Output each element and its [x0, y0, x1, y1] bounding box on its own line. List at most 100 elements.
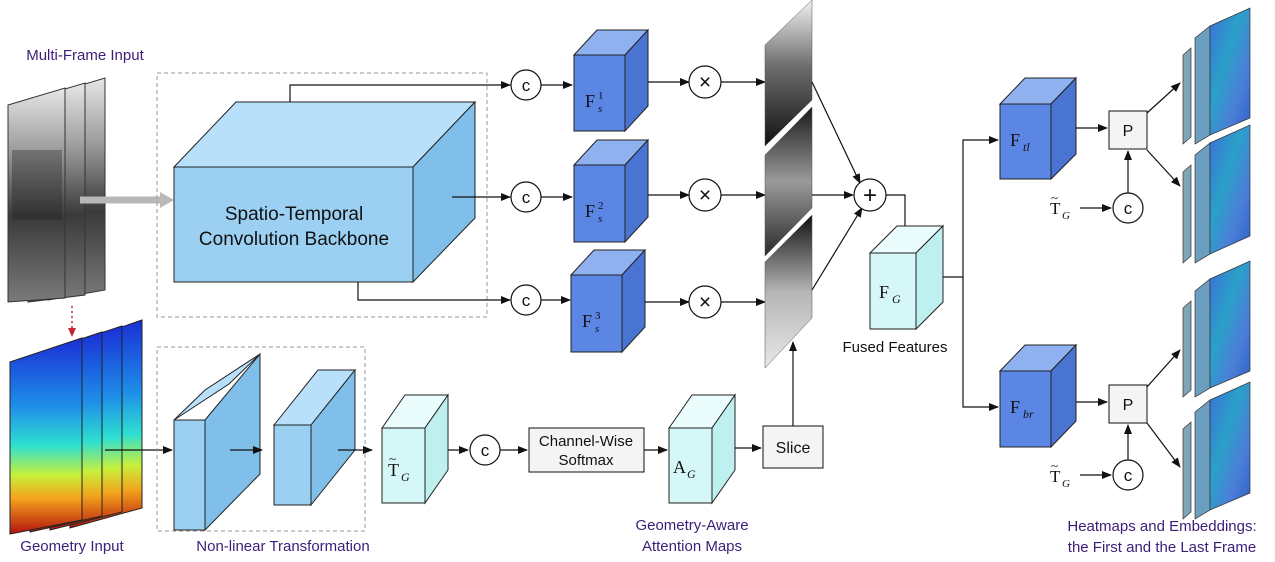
ag-feature-cube: [668, 393, 736, 505]
input-to-backbone-arrowhead: [160, 192, 174, 208]
attention-slice-1: [764, 0, 813, 147]
fs3-sup: 3: [595, 310, 601, 322]
geo-attention-line2: Attention Maps: [642, 538, 742, 555]
multi-frame-input-stack: [7, 77, 106, 303]
fg-label: F G: [879, 282, 901, 306]
tg-cube-accent: ~: [389, 451, 396, 466]
sum-op-label: +: [863, 182, 877, 209]
multiply-op-2: ×: [688, 178, 722, 212]
feature-cube-fs3: [569, 248, 647, 354]
concat-op-bottom-label: c: [481, 441, 490, 460]
heatmap-stack-1: [1182, 7, 1251, 145]
backbone-out-3: [357, 282, 511, 304]
fg-to-fbr: [962, 277, 999, 411]
pool-op-bottom: P: [1108, 384, 1148, 424]
fg-main: F: [879, 282, 889, 302]
concat-op-right-top-label: c: [1124, 199, 1133, 218]
backbone-label-line2: Convolution Backbone: [199, 229, 389, 250]
pool-op-top-label: P: [1123, 123, 1134, 140]
ag-sub: G: [687, 467, 696, 481]
transform-block-2: [272, 368, 357, 507]
pool-op-bottom-label: P: [1123, 397, 1134, 414]
concat-op-right-top: c: [1112, 192, 1144, 224]
fs2-sup: 2: [598, 200, 604, 212]
geometry-frame-0: [9, 337, 83, 535]
tg-cube-sub: G: [401, 470, 410, 484]
fg-sub: G: [892, 292, 901, 306]
slice1-to-sum: [811, 81, 861, 184]
feature-cube-fs2: [572, 138, 650, 244]
ag-main: A: [673, 457, 686, 477]
pool-bottom-to-heatmap-3: [1146, 349, 1181, 388]
slice-box: [762, 425, 824, 469]
ftl-label: F tl: [1010, 130, 1030, 154]
multiply-op-1-label: ×: [699, 71, 711, 94]
tg-right-top-accent: ~: [1051, 190, 1058, 205]
heatmaps-label-line1: Heatmaps and Embeddings:: [1067, 518, 1256, 535]
tg-right-bottom-main: T: [1050, 467, 1061, 486]
geometry-input-stack: [9, 319, 143, 535]
slice3-to-sum: [811, 207, 863, 291]
fused-feature-cube: [868, 224, 945, 331]
fbr-main: F: [1010, 397, 1020, 417]
fs1-label: F 1 s: [585, 90, 604, 115]
fs1-main: F: [585, 91, 595, 111]
concat-op-3-label: c: [522, 291, 531, 310]
heatmap-stack-2: [1182, 124, 1251, 264]
feature-cube-fbr: [998, 343, 1078, 449]
tg-right-bottom-sub: G: [1062, 478, 1070, 490]
fs3-main: F: [582, 311, 592, 331]
pool-top-to-heatmap-2: [1146, 149, 1181, 187]
input-frame-1: [7, 87, 66, 303]
fbr-label: F br: [1010, 397, 1034, 421]
fbr-sub: br: [1023, 407, 1034, 421]
concat-op-right-bottom-label: c: [1124, 466, 1133, 485]
concat-op-3: c: [510, 284, 542, 316]
slice-label: Slice: [776, 440, 811, 457]
concat-op-bottom: c: [469, 434, 501, 466]
sum-op: +: [853, 178, 887, 212]
channel-softmax-line1: Channel-Wise: [539, 433, 633, 450]
backbone-out-1: [289, 81, 511, 102]
geometry-input-label: Geometry Input: [20, 538, 124, 555]
channel-softmax-line2: Softmax: [558, 452, 614, 469]
city-buildings-shade: [12, 150, 62, 220]
channel-softmax-box: [528, 427, 645, 473]
fused-features-label: Fused Features: [842, 339, 947, 356]
multiply-op-3: ×: [688, 285, 722, 319]
fs2-label: F 2 s: [585, 200, 604, 225]
concat-op-1-label: c: [522, 76, 531, 95]
tg-right-bottom-accent: ~: [1051, 458, 1058, 473]
feature-cube-ftl: [998, 76, 1078, 181]
concat-op-1: c: [510, 69, 542, 101]
tg-feature-cube: [381, 393, 449, 505]
nonlinear-transformation-label: Non-linear Transformation: [196, 538, 369, 555]
heatmaps-label-line2: the First and the Last Frame: [1068, 539, 1256, 556]
pool-op-top: P: [1108, 110, 1148, 150]
tg-right-top-main: T: [1050, 199, 1061, 218]
multiply-op-1: ×: [688, 65, 722, 99]
ftl-sub: tl: [1023, 140, 1030, 154]
attention-slice-2: [764, 106, 813, 257]
pool-bottom-to-heatmap-4: [1146, 422, 1181, 468]
fg-to-ftl: [962, 136, 999, 277]
tg-right-top-label: T ~ G: [1050, 190, 1070, 222]
fs2-main: F: [585, 201, 595, 221]
geo-attention-line1: Geometry-Aware: [635, 517, 748, 534]
multiply-op-3-label: ×: [699, 291, 711, 314]
backbone-dashed-region: [156, 72, 488, 318]
concat-op-2: c: [510, 181, 542, 213]
tg-cube-main: T: [388, 460, 399, 480]
concat-op-right-bottom: c: [1112, 459, 1144, 491]
backbone-label-line1: Spatio-Temporal: [225, 204, 363, 225]
attention-slice-3: [764, 214, 813, 369]
heatmap-stack-3: [1182, 260, 1251, 398]
tg-cube-label: T ~ G: [388, 451, 410, 484]
multi-frame-input-label: Multi-Frame Input: [26, 47, 144, 64]
fs3-sub: s: [595, 323, 599, 335]
fs1-sup: 1: [598, 90, 604, 102]
concat-op-2-label: c: [522, 188, 531, 207]
heatmap-stack-4: [1182, 381, 1251, 520]
tg-right-bottom-label: T ~ G: [1050, 458, 1070, 490]
